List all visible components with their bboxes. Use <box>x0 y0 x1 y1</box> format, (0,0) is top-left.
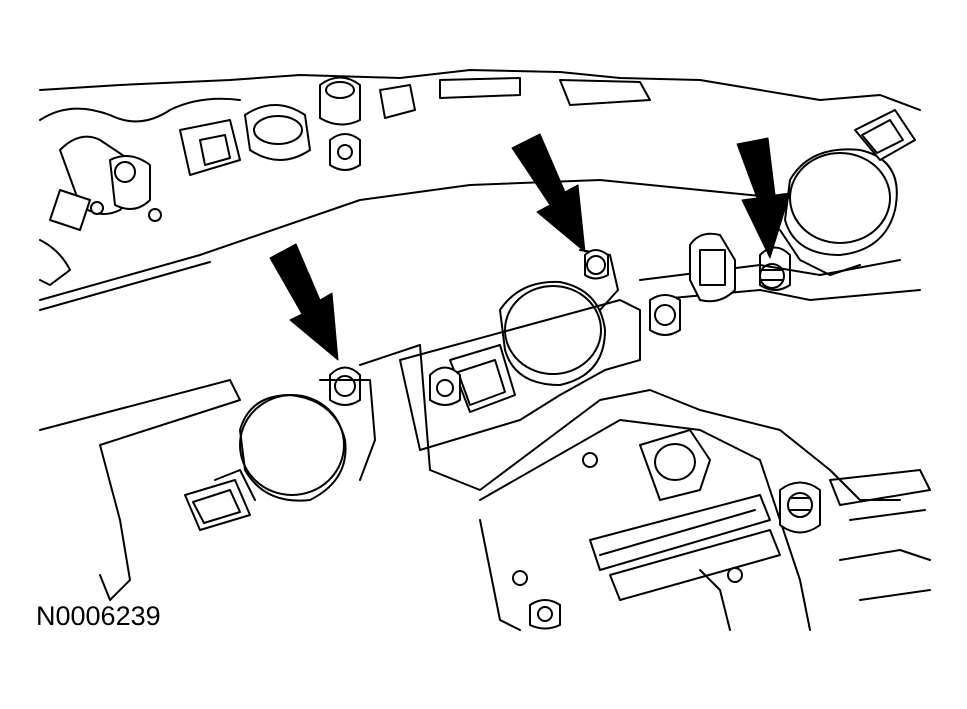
right-callout-arrow <box>736 137 791 259</box>
figure-code-label: N0006239 <box>36 601 161 631</box>
lower-housing <box>39 344 931 631</box>
left-callout-arrow <box>269 243 339 361</box>
upper-engine-components <box>39 69 921 311</box>
left-coil-assembly <box>184 366 376 531</box>
callout-arrows <box>269 133 791 361</box>
right-coil-assembly <box>639 109 921 301</box>
center-callout-arrow <box>511 133 586 253</box>
center-coil-assembly <box>399 232 736 451</box>
